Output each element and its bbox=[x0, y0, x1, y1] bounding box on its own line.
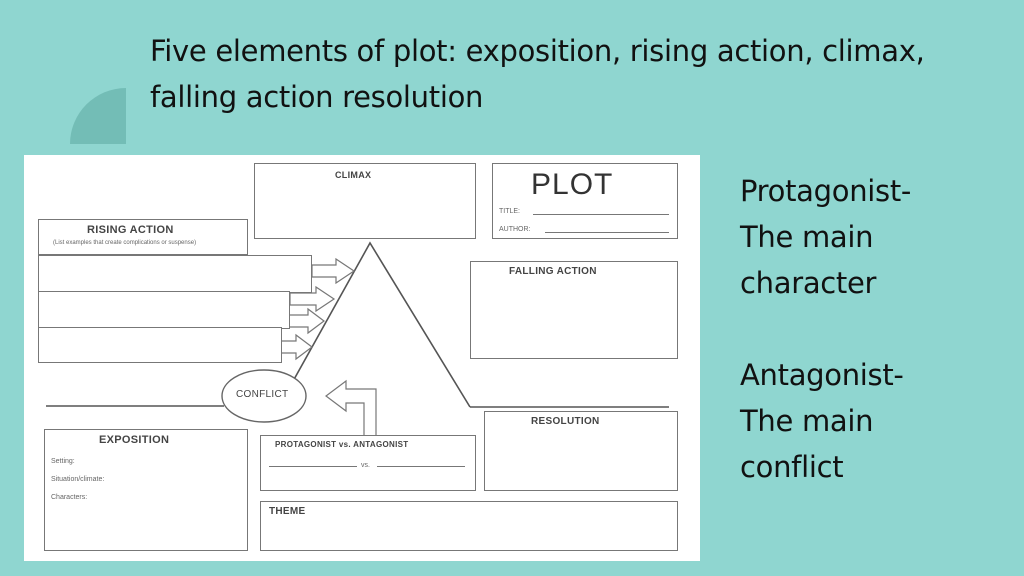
protagonist-vs-antagonist-box: PROTAGONIST vs. ANTAGONIST vs. bbox=[260, 435, 476, 491]
definitions-panel: Protagonist- The main character Antagoni… bbox=[740, 168, 1010, 490]
slide-title: Five elements of plot: exposition, risin… bbox=[150, 28, 990, 120]
rising-action-row-1 bbox=[38, 255, 312, 293]
rising-action-label: RISING ACTION bbox=[87, 224, 174, 236]
conflict-arrow bbox=[325, 379, 377, 437]
title-field-line bbox=[533, 214, 669, 215]
antagonist-term: Antagonist- bbox=[740, 358, 904, 392]
antagonist-def-line1: The main bbox=[740, 404, 874, 438]
rising-action-hint: (List examples that create complications… bbox=[53, 240, 197, 246]
rising-arrow-3 bbox=[283, 307, 325, 335]
plot-diagram-worksheet: CONFLICT CLIMAX PLOT TITLE: AUTHOR: RISI… bbox=[24, 155, 700, 561]
conflict-label: CONFLICT bbox=[236, 389, 289, 400]
plot-heading: PLOT bbox=[531, 168, 614, 201]
plot-diagram-lines bbox=[46, 241, 669, 437]
theme-box: THEME bbox=[260, 501, 678, 551]
antagonist-line bbox=[377, 466, 465, 467]
protagonist-line bbox=[269, 466, 357, 467]
exposition-box: EXPOSITION Setting: Situation/climate: C… bbox=[44, 429, 248, 551]
falling-action-box: FALLING ACTION bbox=[470, 261, 678, 359]
climax-label: CLIMAX bbox=[335, 170, 372, 180]
climax-box: CLIMAX bbox=[254, 163, 476, 239]
author-field-line bbox=[545, 232, 669, 233]
setting-field: Setting: bbox=[51, 458, 75, 465]
resolution-label: RESOLUTION bbox=[531, 416, 600, 427]
falling-action-label: FALLING ACTION bbox=[509, 266, 597, 277]
author-field-label: AUTHOR: bbox=[499, 226, 531, 233]
slide-title-line1: Five elements of plot: exposition, risin… bbox=[150, 34, 925, 68]
vs-label: vs. bbox=[361, 462, 370, 469]
antagonist-def-line2: conflict bbox=[740, 450, 844, 484]
slide-title-line2: falling action resolution bbox=[150, 80, 484, 114]
protagonist-term: Protagonist- bbox=[740, 174, 912, 208]
theme-label: THEME bbox=[269, 506, 306, 517]
characters-field: Characters: bbox=[51, 494, 88, 501]
conflict-ellipse bbox=[221, 369, 307, 423]
protagonist-def-line2: character bbox=[740, 266, 877, 300]
situation-field: Situation/climate: bbox=[51, 476, 105, 483]
rising-action-row-3 bbox=[38, 327, 282, 363]
rising-arrow-2 bbox=[289, 285, 336, 313]
protagonist-def-line1: The main bbox=[740, 220, 874, 254]
plot-triangle bbox=[291, 241, 471, 408]
rising-action-header: RISING ACTION (List examples that create… bbox=[38, 219, 248, 255]
resolution-box: RESOLUTION bbox=[484, 411, 678, 491]
rising-arrow-1 bbox=[311, 257, 356, 285]
decorative-quarter-circle bbox=[70, 88, 126, 144]
exposition-label: EXPOSITION bbox=[99, 434, 170, 446]
rising-action-row-2 bbox=[38, 291, 290, 329]
plot-title-box: PLOT TITLE: AUTHOR: bbox=[492, 163, 678, 239]
protag-vs-antag-label: PROTAGONIST vs. ANTAGONIST bbox=[275, 440, 409, 449]
title-field-label: TITLE: bbox=[499, 208, 521, 215]
